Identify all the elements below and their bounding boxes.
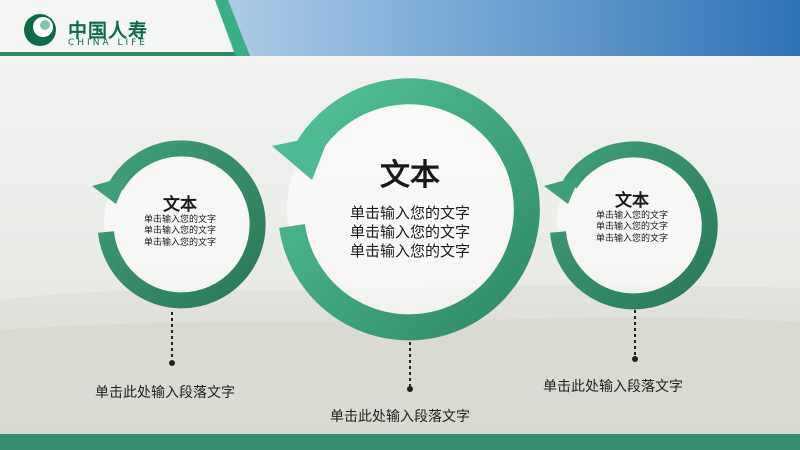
left-ring [92,140,266,309]
right-caption: 单击此处输入段落文字 [543,379,683,395]
center-circle-text: 文本 单击输入您的文字 单击输入您的文字 单击输入您的文字 [325,150,495,260]
center-circle-line-2: 单击输入您的文字 [349,222,470,241]
right-circle-text: 文本 单击输入您的文字 单击输入您的文字 单击输入您的文字 [572,186,692,245]
bottom-band [0,434,800,450]
china-life-emblem-icon [24,14,56,46]
center-caption: 单击此处输入段落文字 [330,409,470,425]
brand-name-cn: 中国人寿 [68,20,149,42]
center-ring [272,78,540,341]
right-ring [544,141,718,310]
connector-left [169,312,175,366]
left-circle-text: 文本 单击输入您的文字 单击输入您的文字 单击输入您的文字 [120,190,240,249]
brand-logo: 中国人寿 CHINA LIFE [18,10,218,50]
left-circle-line-2: 单击输入您的文字 [143,226,216,237]
connector-right [632,310,638,362]
left-circle-line-1: 单击输入您的文字 [143,215,216,225]
right-circle-line-3: 单击输入您的文字 [595,233,668,244]
left-circle-line-3: 单击输入您的文字 [143,237,216,248]
left-circle-title: 文本 [163,195,197,215]
right-circle-line-2: 单击输入您的文字 [595,222,668,233]
brand-name-en: CHINA LIFE [68,38,148,48]
left-caption: 单击此处输入段落文字 [95,385,235,401]
right-circle-line-1: 单击输入您的文字 [595,211,668,221]
right-circle-title: 文本 [615,191,649,211]
center-circle-title: 文本 [380,158,440,193]
center-circle-line-1: 单击输入您的文字 [349,204,470,222]
center-circle-line-3: 单击输入您的文字 [349,241,470,260]
connector-center [407,342,413,392]
